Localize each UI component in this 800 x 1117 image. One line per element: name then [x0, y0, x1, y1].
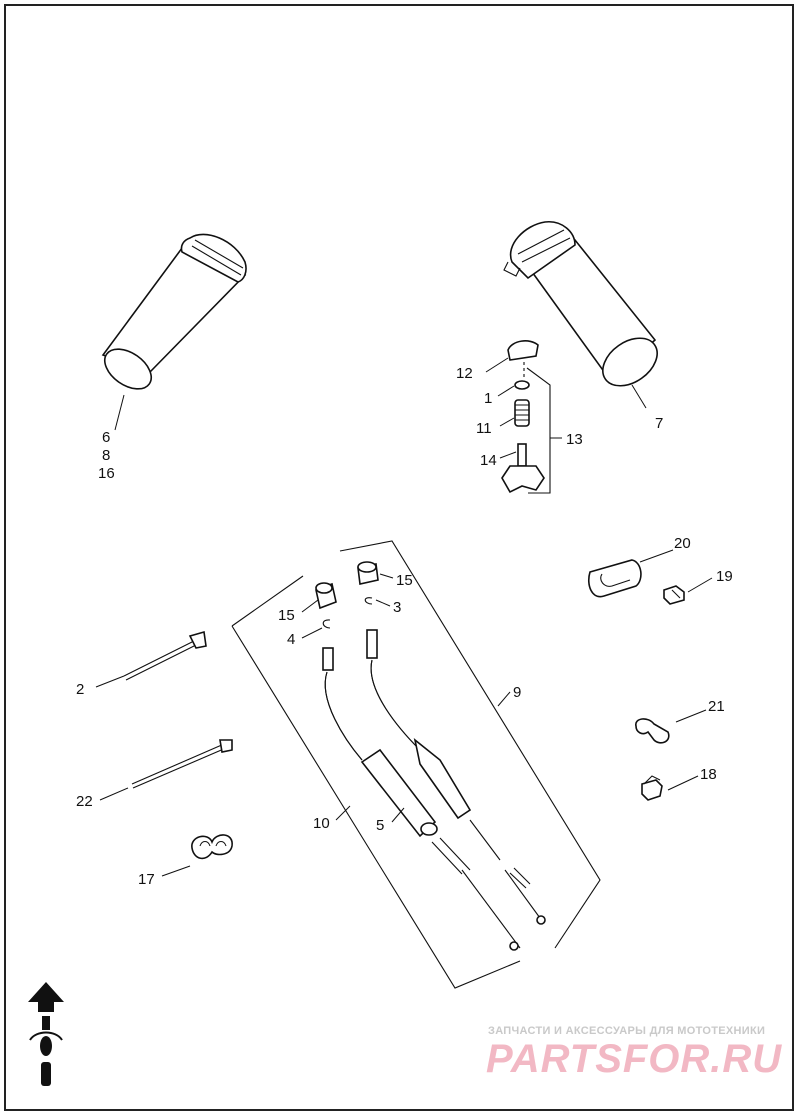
callout-12: 12	[456, 365, 473, 382]
diagram-frame	[4, 4, 794, 1111]
callout-3: 3	[393, 599, 401, 616]
callout-10: 10	[313, 815, 330, 832]
front-direction-arrow-icon	[28, 982, 64, 1012]
callout-17: 17	[138, 871, 155, 888]
wire-clip-and-screw	[635, 718, 670, 801]
callout-4: 4	[287, 631, 295, 648]
right-grip	[503, 221, 658, 387]
callout-1: 1	[484, 390, 492, 407]
callout-8: 8	[102, 447, 110, 464]
throttle-cables	[322, 629, 546, 951]
callout-5: 5	[376, 817, 384, 834]
friction-adjuster-assembly	[501, 340, 551, 494]
callout-20: 20	[674, 535, 691, 552]
cable-ties	[123, 630, 233, 789]
ferrules-and-clips	[315, 561, 379, 629]
cable-clamp	[588, 559, 685, 605]
callout-21: 21	[708, 698, 725, 715]
callout-6: 6	[102, 429, 110, 446]
callout-22: 22	[76, 793, 93, 810]
callout-13: 13	[566, 431, 583, 448]
callout-2: 2	[76, 681, 84, 698]
callout-9: 9	[513, 684, 521, 701]
callout-15-left: 15	[278, 607, 295, 624]
double-clip	[191, 834, 233, 860]
watermark-tagline: ЗАПЧАСТИ И АКСЕССУАРЫ ДЛЯ МОТОТЕХНИКИ	[488, 1025, 765, 1037]
motorcycle-icon	[29, 1016, 63, 1086]
cable-group-outline	[231, 540, 601, 989]
left-grip	[101, 233, 247, 390]
watermark-brand: PARTSFOR.RU	[486, 1037, 782, 1081]
callout-19: 19	[716, 568, 733, 585]
callout-18: 18	[700, 766, 717, 783]
callout-14: 14	[480, 452, 497, 469]
callout-labels: 6 8 16 7 12 1 11 13 14 20 19 15 15 3 4 2…	[76, 365, 733, 888]
watermark: ЗАПЧАСТИ И АКСЕССУАРЫ ДЛЯ МОТОТЕХНИКИ PA…	[486, 1025, 782, 1081]
leader-lines	[95, 357, 713, 877]
callout-11: 11	[476, 420, 492, 437]
callout-16: 16	[98, 465, 115, 482]
callout-7: 7	[655, 415, 663, 432]
callout-15-right: 15	[396, 572, 413, 589]
